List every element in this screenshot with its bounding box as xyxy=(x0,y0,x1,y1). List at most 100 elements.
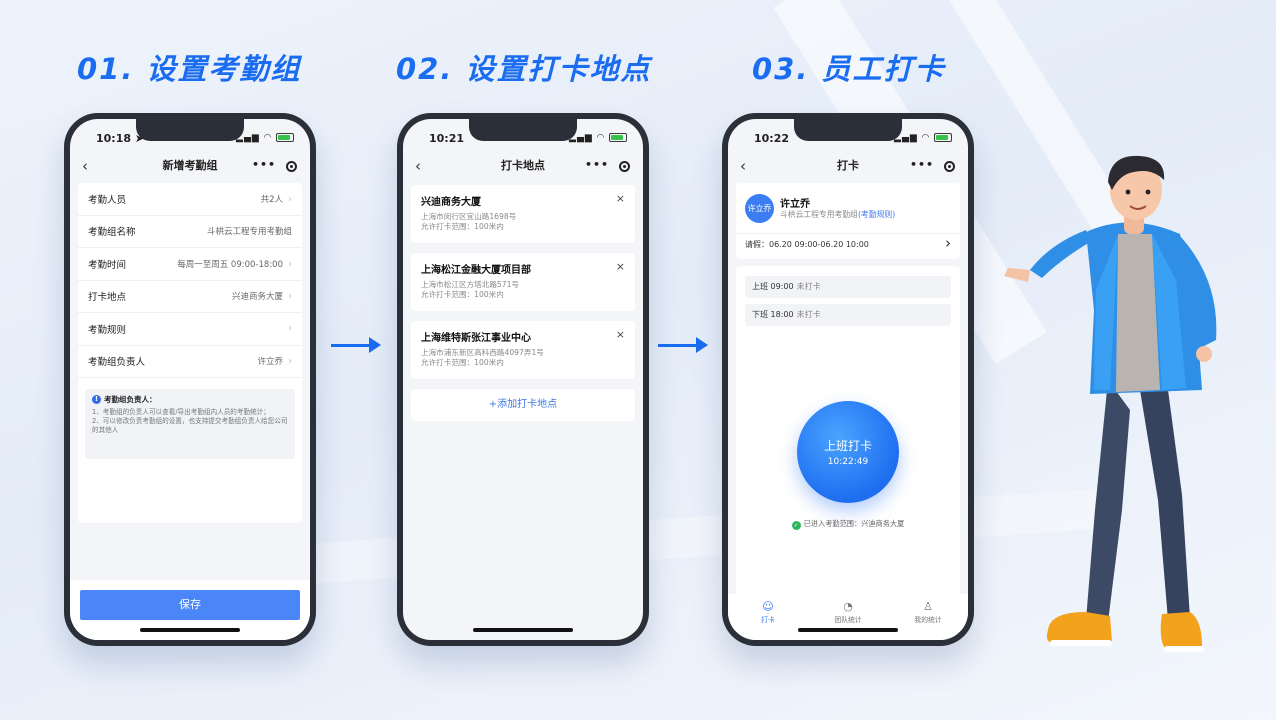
location-range: 允许打卡范围：100米内 xyxy=(421,358,504,367)
form-label: 考勤组名称 xyxy=(88,227,136,239)
chevron-right-icon: › xyxy=(288,291,292,303)
punch-clock: 10:22:49 xyxy=(827,457,869,467)
location-address: 上海市闵行区宜山路1698号 xyxy=(421,212,517,221)
chevron-right-icon: › xyxy=(288,356,292,368)
mini-program-capsule[interactable]: ••• xyxy=(906,157,958,175)
user-card: 许立乔 许立乔 斗栱云工程专用考勤组(考勤规则) 请假：06.20 09:00-… xyxy=(736,183,960,259)
divider xyxy=(736,233,960,234)
arrow-right-icon xyxy=(331,337,381,353)
leave-record[interactable]: 请假：06.20 09:00-06.20 10:00 xyxy=(745,240,869,249)
form-label: 打卡地点 xyxy=(88,292,127,304)
back-icon[interactable]: ‹ xyxy=(82,157,88,175)
attendance-form: 考勤人员 共2人› 考勤组名称 斗栱云工程专用考勤组 考勤时间 每周一至周五 0… xyxy=(78,183,302,523)
close-icon[interactable]: × xyxy=(615,192,625,205)
more-icon[interactable]: ••• xyxy=(910,158,935,171)
close-icon[interactable]: × xyxy=(615,328,625,341)
location-card[interactable]: 上海维特斯张江事业中心 上海市浦东新区高科西路4097弄1号 允许打卡范围：10… xyxy=(411,321,635,379)
chevron-right-icon: › xyxy=(288,323,292,335)
form-label: 考勤规则 xyxy=(88,324,127,336)
home-indicator xyxy=(473,628,573,632)
nav-bar: ‹ 新增考勤组 ••• xyxy=(70,153,310,179)
location-address: 上海市松江区方塔北路571号 xyxy=(421,280,520,289)
in-range-status: 已进入考勤范围：兴迪商务大厦 xyxy=(803,519,905,528)
nav-bar: ‹ 打卡地点 ••• xyxy=(403,153,643,179)
status-time: 10:18 ➤ xyxy=(96,132,145,145)
phone-notch xyxy=(136,119,244,141)
punch-in-button[interactable]: 上班打卡 10:22:49 xyxy=(797,401,899,503)
signal-wifi-battery-icon: ▂▄▆ ◠ xyxy=(894,133,952,143)
form-row-rules[interactable]: 考勤规则 › xyxy=(78,313,302,346)
page-title: 新增考勤组 xyxy=(162,159,218,172)
tip-line: 1、考勤组的负责人可以查看/导出考勤组内人员的考勤统计； xyxy=(92,408,270,416)
home-indicator xyxy=(798,628,898,632)
info-icon: ! xyxy=(92,395,101,404)
add-location-button[interactable]: +添加打卡地点 xyxy=(411,389,635,421)
back-icon[interactable]: ‹ xyxy=(740,157,746,175)
chevron-right-icon[interactable]: › xyxy=(945,234,951,252)
close-mini-program-icon[interactable] xyxy=(619,161,630,172)
tab-my-stats[interactable]: ♙ 我的统计 xyxy=(898,600,958,640)
battery-icon xyxy=(609,133,627,142)
location-card[interactable]: 兴迪商务大厦 上海市闵行区宜山路1698号 允许打卡范围：100米内 × xyxy=(411,185,635,243)
signal-wifi-battery-icon: ▂▄▆ ◠ xyxy=(236,133,294,143)
location-name: 兴迪商务大厦 xyxy=(421,197,481,208)
status-bar: 10:22 ▂▄▆ ◠ xyxy=(728,132,968,146)
home-indicator xyxy=(140,628,240,632)
form-value[interactable]: 斗栱云工程专用考勤组 xyxy=(206,227,292,238)
shift-label: 上班 09:00 xyxy=(752,282,794,291)
form-row-time[interactable]: 考勤时间 每周一至周五 09:00-18:00› xyxy=(78,248,302,281)
form-row-members[interactable]: 考勤人员 共2人› xyxy=(78,183,302,216)
mini-program-capsule[interactable]: ••• xyxy=(248,157,300,175)
phone-attendance-group: 10:18 ➤ ▂▄▆ ◠ ‹ 新增考勤组 ••• 考勤人员 共2人› 考勤组名… xyxy=(64,113,316,646)
phone-screen: 10:18 ➤ ▂▄▆ ◠ ‹ 新增考勤组 ••• 考勤人员 共2人› 考勤组名… xyxy=(70,119,310,640)
close-icon[interactable]: × xyxy=(615,260,625,273)
tab-label: 我的统计 xyxy=(914,616,942,624)
step-3-title: 03. 员工打卡 xyxy=(752,52,946,86)
location-range: 允许打卡范围：100米内 xyxy=(421,222,504,231)
mini-program-capsule[interactable]: ••• xyxy=(581,157,633,175)
punch-tab-icon: ☺ xyxy=(762,600,774,613)
phone-screen: 10:21 ▂▄▆ ◠ ‹ 打卡地点 ••• 兴迪商务大厦 上海市闵行区宜山路1… xyxy=(403,119,643,640)
location-name: 上海维特斯张江事业中心 xyxy=(421,333,531,344)
team-stats-tab-icon: ◔ xyxy=(843,600,853,613)
location-address: 上海市浦东新区高科西路4097弄1号 xyxy=(421,348,544,357)
form-value: 共2人 xyxy=(260,194,283,205)
tip-line: 2、可以修改负责考勤组的设置，也支持提交考勤组负责人给您公司的其他人 xyxy=(92,417,288,434)
form-row-group-name[interactable]: 考勤组名称 斗栱云工程专用考勤组 xyxy=(78,216,302,248)
phone-screen: 10:22 ▂▄▆ ◠ ‹ 打卡 ••• 许立乔 许立乔 斗栱云工程专用考勤组(… xyxy=(728,119,968,640)
form-value: 每周一至周五 09:00-18:00 xyxy=(177,259,283,270)
status-bar: 10:21 ▂▄▆ ◠ xyxy=(403,132,643,146)
shift-status: 未打卡 xyxy=(796,310,821,319)
tab-punch[interactable]: ☺ 打卡 xyxy=(738,600,798,640)
form-row-owner[interactable]: 考勤组负责人 许立乔› xyxy=(78,346,302,378)
location-card[interactable]: 上海松江金融大厦项目部 上海市松江区方塔北路571号 允许打卡范围：100米内 … xyxy=(411,253,635,311)
attendance-rule-link[interactable]: (考勤规则) xyxy=(857,210,896,219)
form-label: 考勤人员 xyxy=(88,194,127,206)
owner-tip-box: !考勤组负责人： 1、考勤组的负责人可以查看/导出考勤组内人员的考勤统计； 2、… xyxy=(85,389,295,459)
tab-label: 团队统计 xyxy=(834,616,862,624)
step-2-title: 02. 设置打卡地点 xyxy=(396,52,652,86)
form-row-location[interactable]: 打卡地点 兴迪商务大厦 › xyxy=(78,281,302,313)
more-icon[interactable]: ••• xyxy=(252,158,277,171)
close-mini-program-icon[interactable] xyxy=(286,161,297,172)
status-time: 10:22 xyxy=(754,132,790,145)
form-value: 许立乔 xyxy=(257,357,283,368)
check-circle-icon: ✓ xyxy=(791,521,801,530)
avatar: 许立乔 xyxy=(745,194,774,223)
form-label: 考勤时间 xyxy=(88,259,127,271)
back-icon[interactable]: ‹ xyxy=(415,157,421,175)
close-mini-program-icon[interactable] xyxy=(944,161,955,172)
battery-icon xyxy=(276,133,294,142)
page-title: 打卡地点 xyxy=(501,159,545,172)
location-name: 上海松江金融大厦项目部 xyxy=(421,265,531,276)
phone-notch xyxy=(794,119,902,141)
punch-label: 上班打卡 xyxy=(823,439,872,453)
shift-label: 下班 18:00 xyxy=(752,310,794,319)
save-button[interactable]: 保存 xyxy=(80,590,300,620)
tab-team-stats[interactable]: ◔ 团队统计 xyxy=(818,600,878,640)
more-icon[interactable]: ••• xyxy=(585,158,610,171)
form-value: 兴迪商务大厦 xyxy=(231,292,283,303)
page-title: 打卡 xyxy=(837,159,859,172)
